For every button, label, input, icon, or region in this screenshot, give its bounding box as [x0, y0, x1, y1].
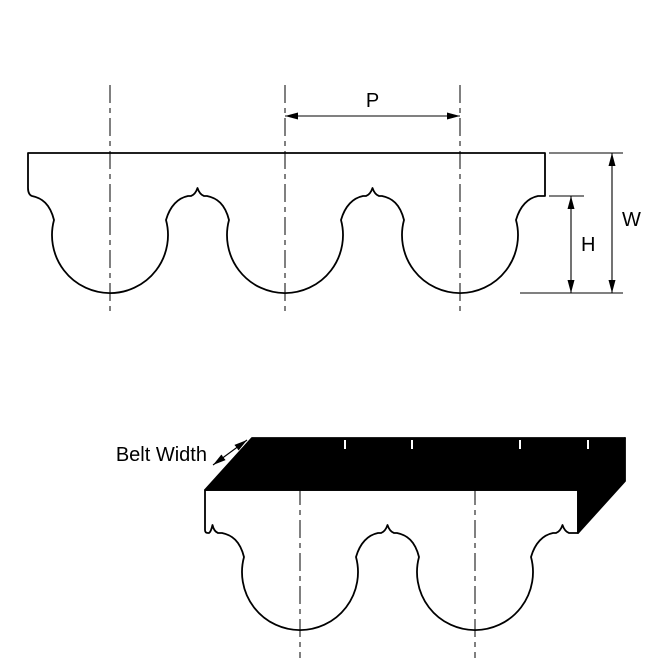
top-face-tooth-marks	[344, 440, 589, 449]
tooth-centerlines-isometric	[299, 487, 476, 658]
belt-top-face	[204, 437, 626, 491]
belt-front-profile	[204, 489, 579, 631]
isometric-view: Belt Width	[116, 437, 626, 658]
overall-height-label: W	[622, 209, 641, 231]
belt-width-arrow	[212, 439, 248, 466]
tooth-centerlines	[109, 85, 461, 312]
profile-section-view: P W H	[27, 85, 641, 312]
belt-width-annotation: Belt Width	[116, 439, 248, 466]
tooth-height-label: H	[581, 234, 595, 256]
belt-end-face	[577, 437, 626, 534]
dimension-tooth-height: H	[549, 195, 595, 293]
belt-profile-outline	[27, 152, 546, 294]
dimension-pitch: P	[285, 90, 460, 120]
pitch-label: P	[366, 90, 379, 112]
belt-width-label: Belt Width	[116, 444, 207, 466]
